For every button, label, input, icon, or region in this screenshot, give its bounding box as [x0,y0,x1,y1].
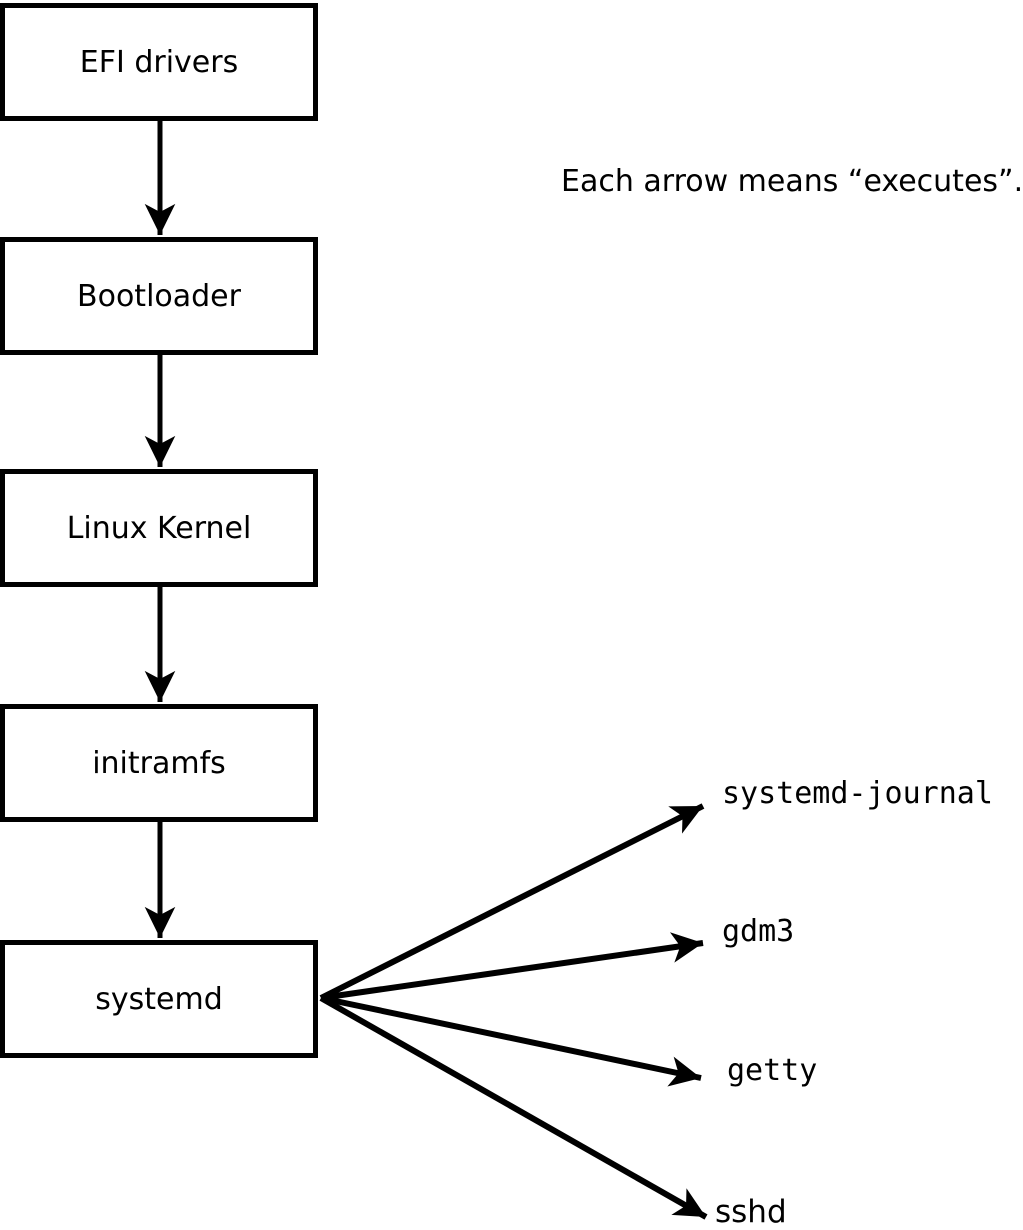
arrow-systemd-to-gdm3 [320,932,704,1001]
flow-box-label: Linux Kernel [66,510,252,546]
flow-box-label: Bootloader [77,278,241,314]
flow-box-initramfs: initramfs [0,704,318,822]
flow-box-linux-kernel: Linux Kernel [0,469,318,587]
process-label-gdm3: gdm3 [722,914,795,949]
flow-box-label: systemd [95,981,223,1017]
flow-box-systemd: systemd [0,940,318,1058]
arrow-systemd-to-getty [320,995,702,1087]
process-label-sshd: sshd [715,1194,787,1230]
flow-box-efi-drivers: EFI drivers [0,3,318,121]
arrow-systemd-to-sshd [319,995,708,1220]
arrow-meaning-note: Each arrow means “executes”. [561,164,1023,199]
arrow-systemd-to-journal [319,803,705,1001]
process-label-systemd-journal: systemd-journal [722,776,993,811]
flow-box-label: EFI drivers [79,44,239,80]
flow-box-bootloader: Bootloader [0,237,318,355]
flow-box-label: initramfs [92,745,226,781]
process-label-getty: getty [727,1053,818,1088]
